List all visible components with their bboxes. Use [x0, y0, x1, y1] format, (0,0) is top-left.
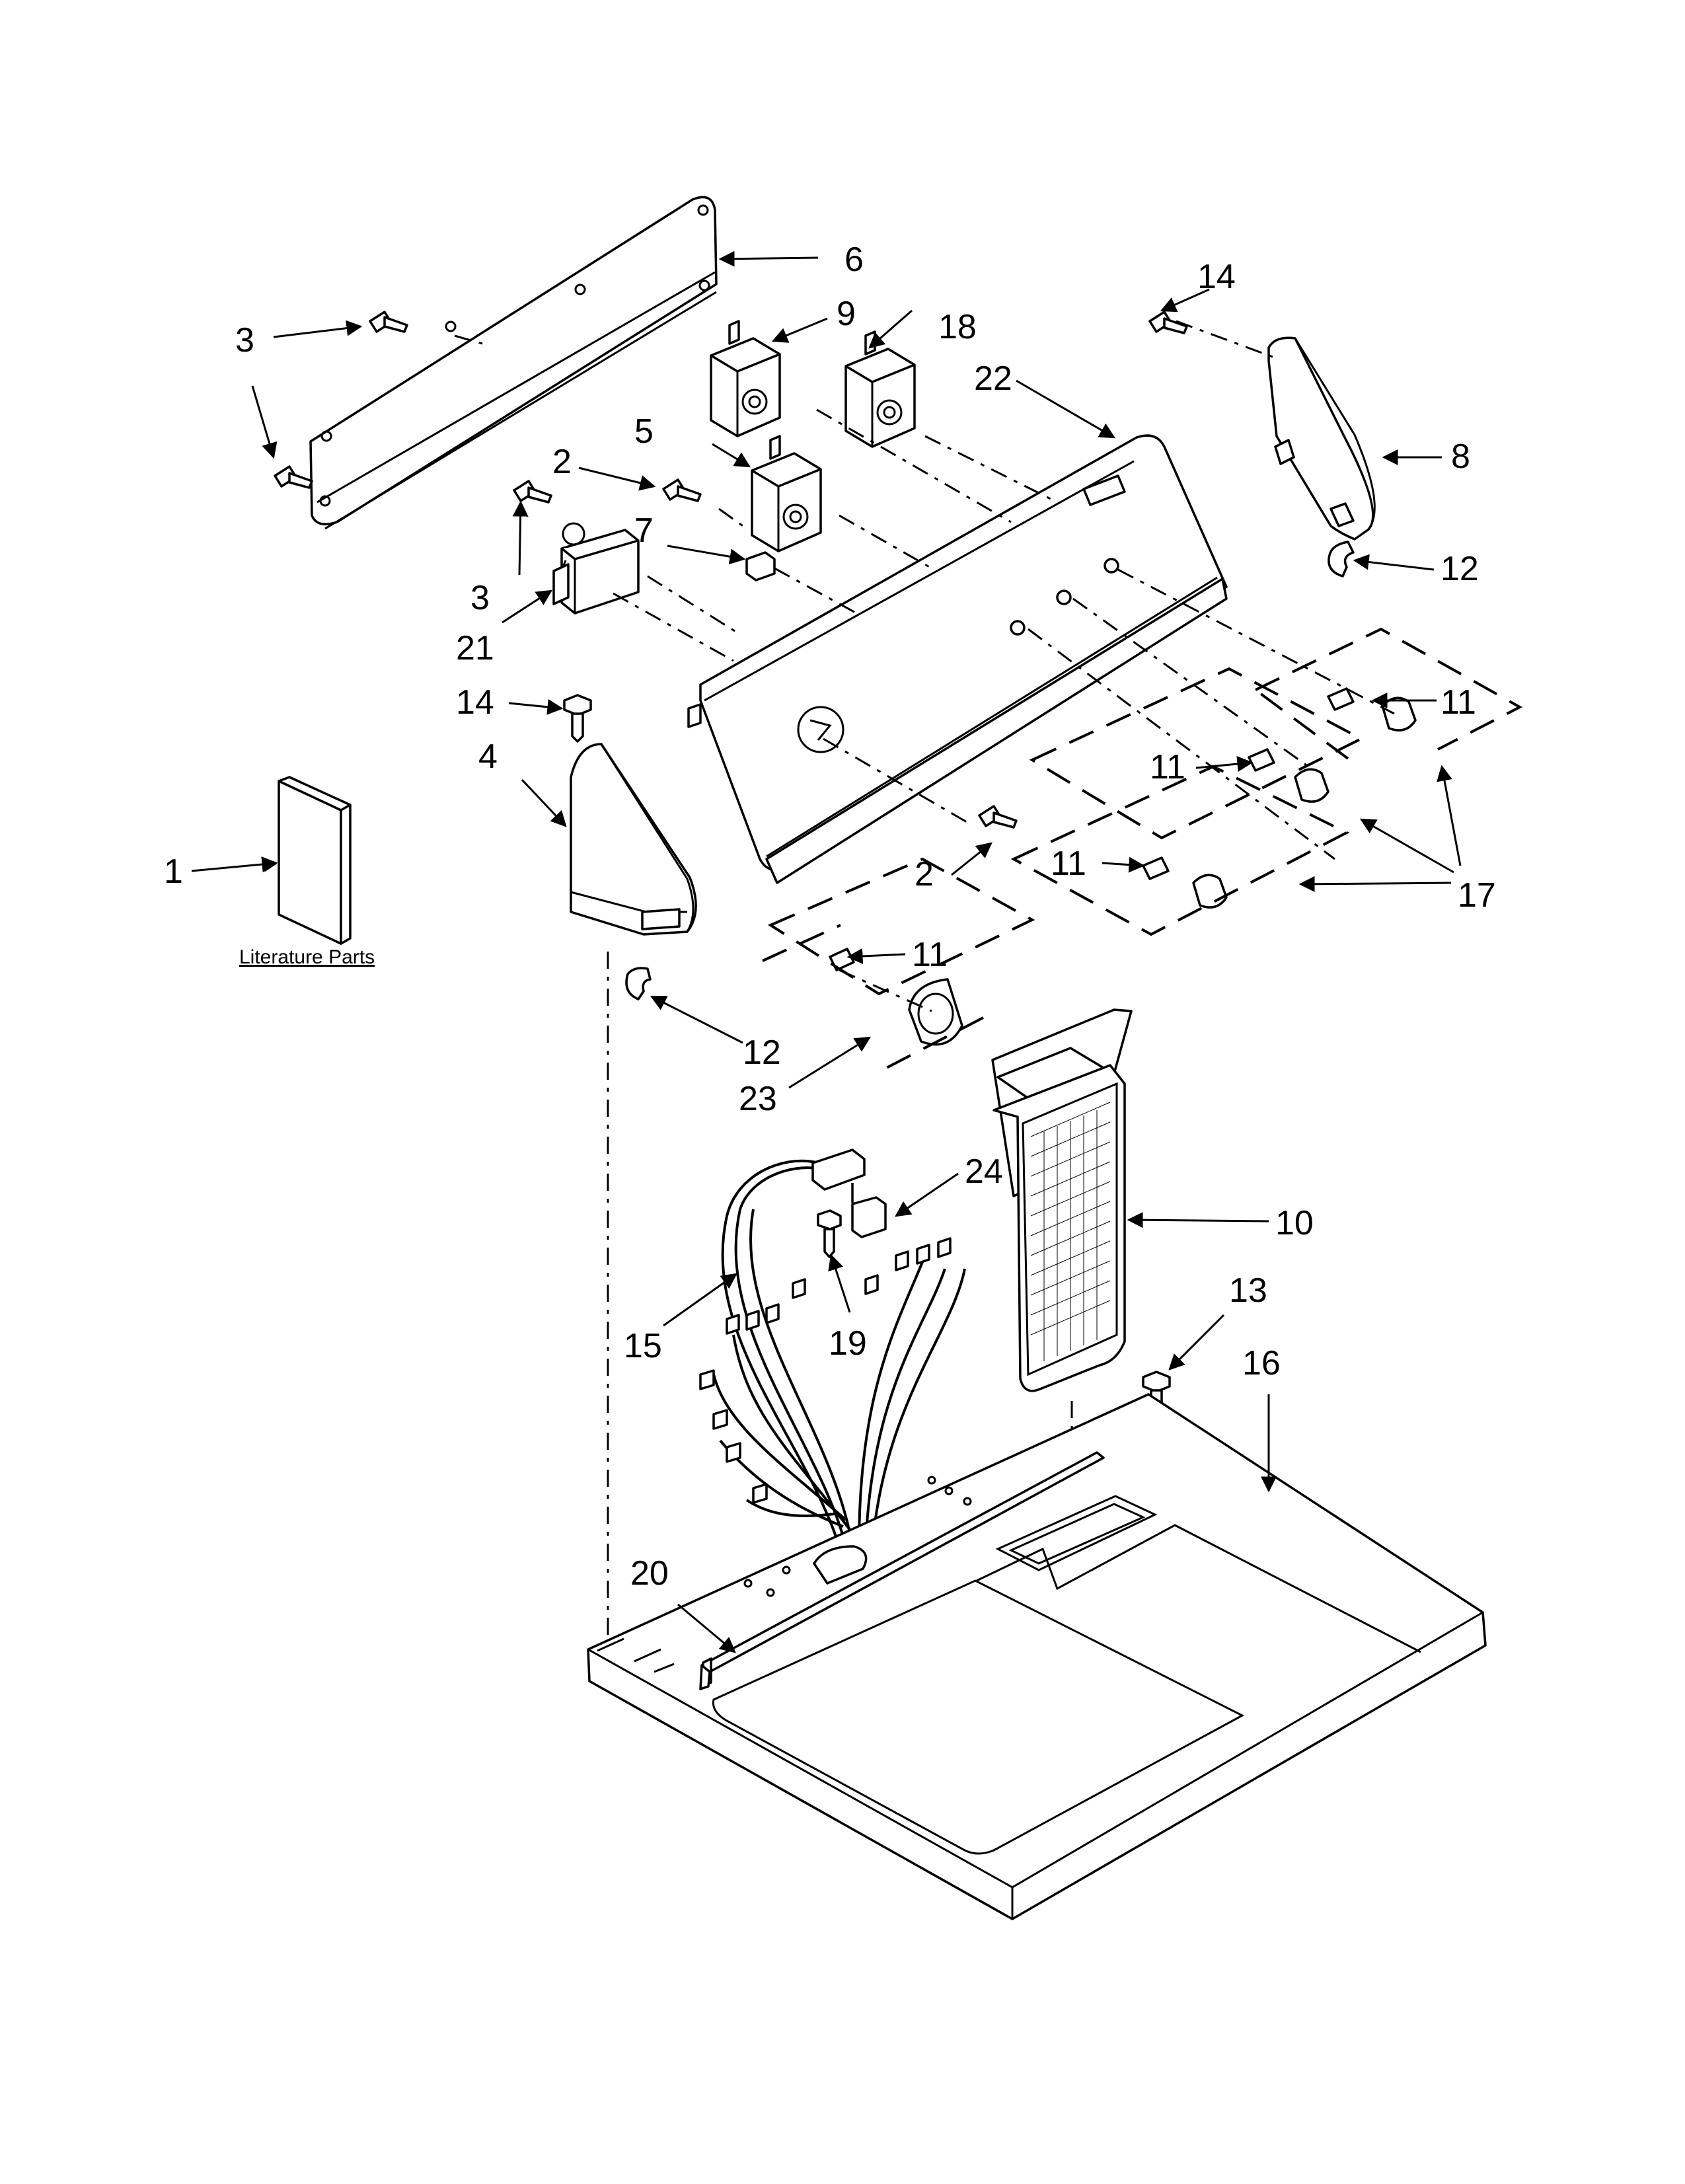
callout-12-right: 12	[1441, 550, 1479, 588]
callout-23: 23	[739, 1080, 777, 1118]
callout-11-middle: 11	[1150, 748, 1185, 786]
knob-17-top	[1327, 687, 1417, 732]
bracket-20	[699, 1664, 711, 1690]
top-panel-16	[587, 1393, 1487, 1920]
clip-12-left	[625, 967, 652, 1000]
callout-21: 21	[456, 629, 494, 667]
callout-11-top: 11	[1441, 683, 1476, 722]
callout-14-left: 14	[456, 683, 494, 722]
callout-7: 7	[634, 511, 654, 550]
callout-3-top: 3	[235, 321, 254, 359]
clip-7	[745, 551, 776, 582]
knob-17-middle	[1248, 748, 1329, 803]
wire-harness-15	[699, 1148, 966, 1547]
callout-20: 20	[630, 1554, 669, 1593]
callout-5: 5	[634, 412, 654, 451]
callout-11-knob23: 11	[912, 936, 948, 974]
callout-2-bottom: 2	[915, 855, 934, 893]
clip-12-right	[1328, 541, 1355, 578]
screw-2-upper	[662, 478, 702, 502]
rear-control-panel	[309, 196, 718, 530]
lint-screen-10	[991, 1008, 1133, 1392]
screw-3-left	[274, 465, 313, 489]
callout-3-bottom: 3	[470, 579, 490, 617]
screw-19	[817, 1209, 842, 1258]
end-cap-4	[570, 743, 697, 936]
switch-5	[751, 435, 822, 552]
callout-17: 17	[1458, 876, 1496, 915]
console-22	[687, 434, 1228, 884]
callout-2-top: 2	[552, 443, 572, 481]
end-cap-8	[1267, 336, 1376, 541]
callout-4: 4	[478, 737, 498, 776]
literature-book	[278, 776, 352, 945]
callout-15: 15	[624, 1327, 662, 1365]
knob-group-box-middle	[1029, 667, 1365, 840]
callout-6: 6	[844, 241, 864, 279]
literature-parts-label: Literature Parts	[239, 946, 375, 968]
callout-1: 1	[164, 852, 183, 891]
callout-10: 10	[1275, 1204, 1314, 1242]
callout-19: 19	[829, 1324, 867, 1363]
switch-9	[710, 320, 781, 437]
knob-group-box-bottom	[1010, 765, 1350, 936]
timer-21	[552, 522, 640, 615]
alignment-lines	[454, 320, 1395, 1665]
callout-18: 18	[938, 308, 977, 346]
screw-14-left	[563, 694, 592, 743]
knob-group-box-23b	[762, 924, 984, 1074]
callout-labels: 1 6 3 2 5 9 18 22 14 8 12 7 3 21 14 4 11…	[164, 241, 1496, 1593]
callout-9: 9	[837, 295, 856, 333]
leader-lines	[191, 250, 1462, 1653]
callout-11-bottom: 11	[1051, 845, 1086, 883]
callout-22: 22	[974, 359, 1012, 398]
lint-screen-mesh	[1030, 1102, 1111, 1361]
knob-group-box-23	[767, 857, 1035, 996]
callout-24: 24	[965, 1152, 1003, 1191]
knob-group-box-top	[1254, 627, 1523, 760]
knob-17-bottom	[1142, 856, 1228, 909]
callout-8: 8	[1451, 437, 1470, 476]
screw-3-lower	[513, 480, 552, 504]
screw-3-upper	[369, 311, 408, 333]
callout-12-left: 12	[743, 1034, 781, 1072]
switch-18	[844, 330, 916, 448]
screw-14-upper	[1148, 311, 1188, 334]
screw-2-lower	[978, 805, 1018, 829]
callout-13: 13	[1229, 1271, 1267, 1310]
callout-14-top: 14	[1197, 258, 1236, 296]
callout-16: 16	[1242, 1344, 1281, 1382]
